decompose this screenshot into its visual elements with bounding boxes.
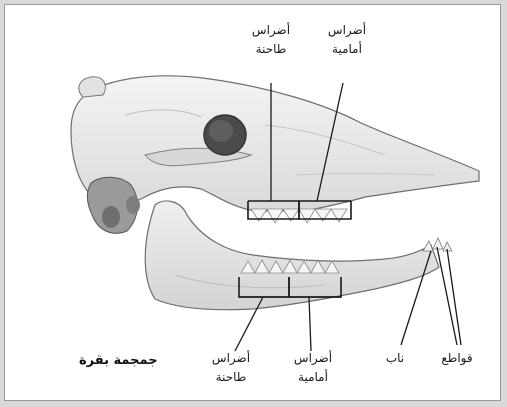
diagram-caption: جمجمة بقرة (79, 353, 158, 368)
label-upper-premolars-line2: أمامية (319, 40, 375, 59)
label-lower-premolars: أضراس أمامية (285, 349, 341, 387)
label-upper-molars-line1: أضراس (243, 21, 299, 40)
label-upper-premolars-line1: أضراس (319, 21, 375, 40)
label-upper-molars-line2: طاحنة (243, 40, 299, 59)
label-lower-molars-line1: أضراس (203, 349, 259, 368)
label-lower-premolars-line1: أضراس (285, 349, 341, 368)
label-lower-molars: أضراس طاحنة (203, 349, 259, 387)
diagram-frame: أضراس طاحنة أضراس أمامية أضراس طاحنة أضر… (4, 4, 501, 401)
label-upper-premolars: أضراس أمامية (319, 21, 375, 59)
label-canine: ناب (375, 349, 415, 368)
label-upper-molars: أضراس طاحنة (243, 21, 299, 59)
label-incisors: قواطع (433, 349, 481, 368)
occipital-process (79, 77, 106, 97)
label-lower-molars-line2: طاحنة (203, 368, 259, 387)
cow-skull-illustration (5, 5, 501, 401)
leader-lower-premolars (309, 297, 311, 351)
label-lower-premolars-line2: أمامية (285, 368, 341, 387)
